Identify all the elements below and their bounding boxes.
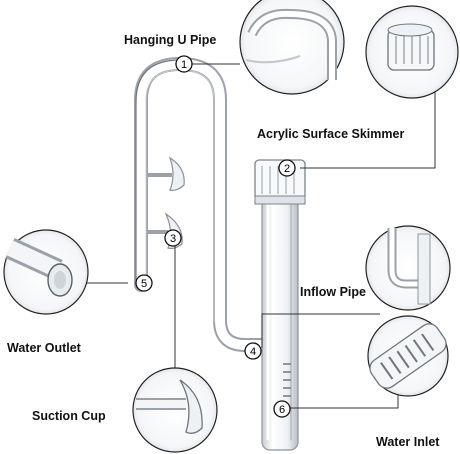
label-surface-skimmer: Acrylic Surface Skimmer <box>257 127 405 141</box>
zoom-circle-skimmer <box>365 5 459 99</box>
label-suction-cup: Suction Cup <box>32 409 106 423</box>
marker-3: 3 <box>164 229 182 247</box>
zoom-circle-u-pipe <box>239 0 345 95</box>
label-water-outlet: Water Outlet <box>7 341 81 355</box>
label-inflow-pipe: Inflow Pipe <box>300 285 366 299</box>
label-water-inlet: Water Inlet <box>376 435 440 449</box>
marker-4: 4 <box>244 342 262 360</box>
zoom-circle-suction-cup <box>132 367 218 453</box>
zoom-circle-water-outlet <box>3 229 89 315</box>
label-hanging-u-pipe: Hanging U Pipe <box>124 33 217 47</box>
marker-2: 2 <box>278 159 296 177</box>
suction-cup-upper <box>148 156 185 192</box>
svg-text:4: 4 <box>250 346 256 358</box>
svg-text:6: 6 <box>279 404 285 416</box>
svg-text:3: 3 <box>170 233 176 245</box>
zoom-circle-water-inlet <box>367 315 449 397</box>
zoom-circle-inflow <box>365 225 451 311</box>
u-pipe <box>134 56 269 352</box>
marker-6: 6 <box>273 400 291 418</box>
svg-text:5: 5 <box>141 278 147 290</box>
marker-5: 5 <box>135 274 153 292</box>
marker-1: 1 <box>175 55 193 73</box>
svg-text:2: 2 <box>284 163 290 175</box>
svg-text:1: 1 <box>181 59 187 71</box>
